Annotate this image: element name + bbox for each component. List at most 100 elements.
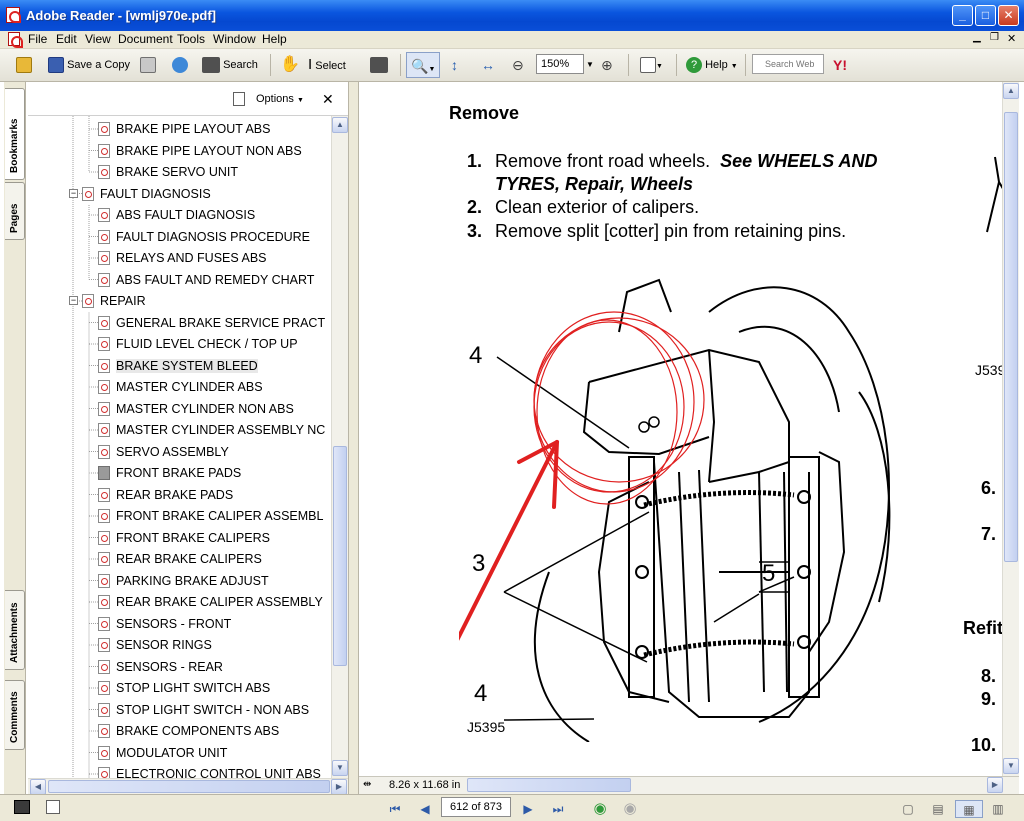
collapse-toggle-icon[interactable]: − xyxy=(69,295,78,305)
previous-page-button[interactable]: ◀ xyxy=(415,800,435,818)
bookmark-item[interactable]: BRAKE COMPONENTS ABS xyxy=(98,721,279,741)
yahoo-search-button[interactable]: Y! xyxy=(833,52,847,78)
bookmark-item[interactable]: FRONT BRAKE CALIPER ASSEMBL xyxy=(98,506,323,526)
document-hscroll-thumb[interactable] xyxy=(467,778,631,792)
bookmark-item[interactable]: FAULT DIAGNOSIS PROCEDURE xyxy=(98,227,310,247)
zoom-in-tool-button[interactable]: 🔍▼ xyxy=(406,52,440,78)
bookmark-item[interactable]: BRAKE SYSTEM BLEED xyxy=(98,356,258,376)
options-menu-button[interactable]: Options ▼ xyxy=(256,93,304,105)
bookmark-item[interactable]: REAR BRAKE CALIPER ASSEMBLY xyxy=(98,592,323,612)
document-scroll-thumb[interactable] xyxy=(1004,112,1018,562)
step-cross-reference-cont[interactable]: TYRES, Repair, Wheels xyxy=(495,174,694,194)
menu-window[interactable]: Window xyxy=(213,32,256,46)
doc-minimize-icon[interactable]: ▁ xyxy=(973,32,981,43)
doc-close-icon[interactable]: ✕ xyxy=(1007,33,1017,45)
doc-restore-icon[interactable]: ❐ xyxy=(990,32,999,43)
tab-comments[interactable]: Comments xyxy=(5,680,25,750)
bookmark-item[interactable]: STOP LIGHT SWITCH - NON ABS xyxy=(98,700,309,720)
bookmark-item[interactable]: MODULATOR UNIT xyxy=(98,743,227,763)
menu-document[interactable]: Document xyxy=(118,32,173,46)
bookmark-item[interactable]: MASTER CYLINDER NON ABS xyxy=(98,399,294,419)
bookmark-item[interactable]: ABS FAULT DIAGNOSIS xyxy=(98,205,255,225)
save-copy-button[interactable]: Save a Copy xyxy=(48,52,130,78)
hand-tool-button[interactable]: ✋ xyxy=(280,52,300,78)
fit-page-button[interactable]: ↕ xyxy=(451,52,458,78)
bookmark-item[interactable]: GENERAL BRAKE SERVICE PRACT xyxy=(98,313,325,333)
continuous-facing-view-button[interactable]: ▥ xyxy=(988,800,1008,818)
document-vertical-scrollbar[interactable]: ▲ ▼ xyxy=(1002,82,1019,776)
search-web-input[interactable] xyxy=(752,54,824,74)
page-number-field[interactable]: 612 of 873 xyxy=(441,797,511,817)
bookmark-item[interactable]: SENSORS - REAR xyxy=(98,657,223,677)
bookmark-item[interactable]: BRAKE PIPE LAYOUT NON ABS xyxy=(98,141,302,161)
bookmark-item[interactable]: FLUID LEVEL CHECK / TOP UP xyxy=(98,334,298,354)
snapshot-button[interactable] xyxy=(370,52,388,78)
menu-help[interactable]: Help xyxy=(262,32,287,46)
bookmarks-horizontal-scrollbar[interactable]: ◀ ▶ xyxy=(28,778,348,795)
bookmark-item[interactable]: REPAIR xyxy=(82,291,146,311)
tab-attachments[interactable]: Attachments xyxy=(5,590,25,670)
bookmark-item[interactable]: BRAKE SERVO UNIT xyxy=(98,162,238,182)
bookmark-item[interactable]: MASTER CYLINDER ASSEMBLY NC xyxy=(98,420,325,440)
bookmarks-hscroll-thumb[interactable] xyxy=(48,780,330,793)
bookmark-item[interactable]: REAR BRAKE PADS xyxy=(98,485,233,505)
facing-view-button[interactable]: ▦ xyxy=(955,800,983,818)
scroll-right-icon[interactable]: ▶ xyxy=(987,777,1003,793)
help-button[interactable]: ? Help ▼ xyxy=(686,52,738,78)
minimize-button[interactable]: _ xyxy=(952,5,973,26)
scroll-left-icon[interactable]: ◀ xyxy=(30,779,46,795)
continuous-view-button[interactable]: ▤ xyxy=(928,800,948,818)
bookmark-item[interactable]: REAR BRAKE CALIPERS xyxy=(98,549,262,569)
print-button[interactable] xyxy=(140,52,156,78)
tab-bookmarks[interactable]: Bookmarks xyxy=(5,88,25,180)
page-icon[interactable] xyxy=(46,800,60,814)
last-page-button[interactable]: ⏭ xyxy=(548,800,568,818)
scroll-down-icon[interactable]: ▼ xyxy=(1003,758,1019,774)
fit-width-button[interactable]: ↔ xyxy=(481,52,495,78)
close-window-button[interactable]: ✕ xyxy=(998,5,1019,26)
bookmarks-scroll-thumb[interactable] xyxy=(333,446,347,666)
bookmark-item[interactable]: PARKING BRAKE ADJUST xyxy=(98,571,269,591)
bookmark-item[interactable]: RELAYS AND FUSES ABS xyxy=(98,248,267,268)
bookmarks-vertical-scrollbar[interactable]: ▲ ▼ xyxy=(331,116,348,778)
first-page-button[interactable]: ⏮ xyxy=(385,800,405,818)
bookmark-item[interactable]: FRONT BRAKE PADS xyxy=(98,463,241,483)
bookmark-item[interactable]: SENSOR RINGS xyxy=(98,635,212,655)
panel-splitter[interactable] xyxy=(348,82,359,794)
zoom-level-field[interactable]: 150% xyxy=(536,54,584,74)
select-tool-button[interactable]: I Select xyxy=(308,52,346,78)
bookmark-item[interactable]: ABS FAULT AND REMEDY CHART xyxy=(98,270,314,290)
go-forward-button[interactable]: ◉ xyxy=(620,800,640,818)
menu-file[interactable]: File xyxy=(28,32,48,46)
document-horizontal-scrollbar[interactable]: ⇹ 8.26 x 11.68 in ▶ xyxy=(359,776,1019,794)
menu-view[interactable]: View xyxy=(85,32,111,46)
zoom-out-button[interactable]: ⊖ xyxy=(512,52,524,78)
maximize-button[interactable]: □ xyxy=(975,5,996,26)
go-back-button[interactable]: ◉ xyxy=(590,800,610,818)
scroll-down-icon[interactable]: ▼ xyxy=(332,760,348,776)
zoom-dropdown-button[interactable]: ▼ xyxy=(586,52,594,78)
menu-edit[interactable]: Edit xyxy=(56,32,77,46)
step-cross-reference[interactable]: See WHEELS AND xyxy=(720,151,878,171)
open-button[interactable] xyxy=(16,52,32,78)
bookmark-item[interactable]: SENSORS - FRONT xyxy=(98,614,231,634)
monitor-icon[interactable] xyxy=(14,800,30,814)
single-page-view-button[interactable]: ▢ xyxy=(898,800,918,818)
next-page-button[interactable]: ▶ xyxy=(518,800,538,818)
bookmark-item[interactable]: MASTER CYLINDER ABS xyxy=(98,377,263,397)
search-button[interactable]: Search xyxy=(202,52,258,78)
close-panel-icon[interactable]: ✕ xyxy=(322,91,334,107)
scroll-up-icon[interactable]: ▲ xyxy=(332,117,348,133)
collapse-toggle-icon[interactable]: − xyxy=(69,187,78,198)
zoom-in-button[interactable]: ⊕ xyxy=(601,52,613,78)
menu-tools[interactable]: Tools xyxy=(177,32,206,46)
scroll-right-icon[interactable]: ▶ xyxy=(331,779,347,795)
scroll-up-icon[interactable]: ▲ xyxy=(1003,83,1019,99)
bookmark-item[interactable]: SERVO ASSEMBLY xyxy=(98,442,229,462)
bookmark-item[interactable]: BRAKE PIPE LAYOUT ABS xyxy=(98,119,270,139)
bookmark-item[interactable]: ELECTRONIC CONTROL UNIT ABS xyxy=(98,764,321,778)
email-button[interactable] xyxy=(172,52,188,78)
bookmark-item[interactable]: FAULT DIAGNOSIS xyxy=(82,184,211,204)
bookmark-item[interactable]: STOP LIGHT SWITCH ABS xyxy=(98,678,270,698)
tab-pages[interactable]: Pages xyxy=(5,182,25,240)
